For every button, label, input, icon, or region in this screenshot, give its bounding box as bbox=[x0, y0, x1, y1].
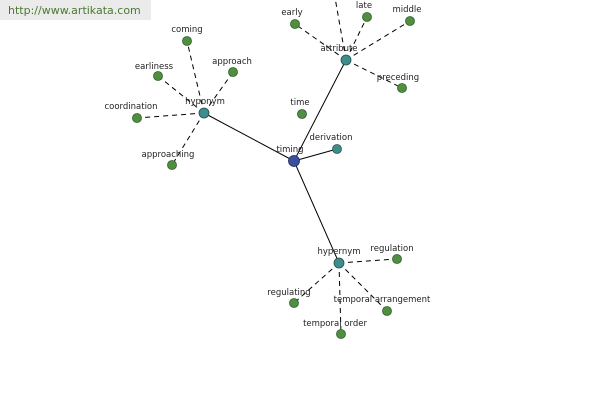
direct-label-derivation: derivation bbox=[309, 133, 352, 143]
leaf-node-coordination bbox=[132, 113, 142, 123]
leaf-label-coordination: coordination bbox=[104, 102, 157, 112]
leaf-node-approaching bbox=[167, 160, 177, 170]
leaf-label-preceding: preceding bbox=[377, 73, 419, 83]
edges-layer bbox=[136, 0, 411, 335]
leaf-node-temporal-order bbox=[336, 329, 346, 339]
edge-timing-hypernym-2 bbox=[293, 160, 340, 264]
center-node-timing bbox=[288, 155, 300, 167]
center-label-timing: timing bbox=[276, 145, 303, 155]
hub-label-hypernym-2: hypernym bbox=[317, 247, 360, 257]
hub-node-hyponym-0 bbox=[198, 107, 210, 119]
direct-node-time bbox=[297, 109, 307, 119]
watermark-url: http://www.artikata.com bbox=[0, 0, 151, 20]
leaf-label-temporal-order: temporal order bbox=[303, 319, 367, 329]
edge-attribute-late-1 bbox=[345, 16, 368, 61]
edge-attribute-preceding-3 bbox=[345, 59, 403, 89]
nodes-layer bbox=[132, 12, 415, 339]
leaf-label-earliness: earliness bbox=[135, 62, 174, 72]
edge-timing-attribute-1 bbox=[293, 59, 347, 162]
hub-node-attribute-1 bbox=[340, 54, 352, 66]
leaf-node-temporal-arrangement bbox=[382, 306, 392, 316]
edge-timing-derivation bbox=[293, 148, 338, 162]
edge-hypernym-regulating-1 bbox=[293, 262, 340, 304]
leaf-node-regulating bbox=[289, 298, 299, 308]
leaf-node-early bbox=[290, 19, 300, 29]
leaf-node-late bbox=[362, 12, 372, 22]
leaf-label-temporal-arrangement: temporal arrangement bbox=[334, 295, 431, 305]
edge-hyponym-coming-0 bbox=[186, 40, 205, 114]
leaf-label-regulation: regulation bbox=[370, 244, 413, 254]
edge-attribute-offscreen-4 bbox=[334, 0, 347, 61]
hub-node-hypernym-2 bbox=[333, 257, 345, 269]
leaf-label-coming: coming bbox=[171, 25, 202, 35]
leaf-label-approach: approach bbox=[212, 57, 252, 67]
leaf-label-late: late bbox=[356, 1, 372, 11]
leaf-node-coming bbox=[182, 36, 192, 46]
edge-timing-hyponym-0 bbox=[203, 112, 295, 162]
hub-label-hyponym-0: hyponym bbox=[185, 97, 225, 107]
direct-node-derivation bbox=[332, 144, 342, 154]
leaf-label-early: early bbox=[281, 8, 302, 18]
leaf-node-earliness bbox=[153, 71, 163, 81]
edge-hypernym-regulation-0 bbox=[338, 258, 398, 264]
edge-hyponym-approaching-4 bbox=[171, 112, 205, 166]
leaf-label-approaching: approaching bbox=[142, 150, 195, 160]
hub-label-attribute-1: attribute bbox=[320, 44, 357, 54]
edge-hyponym-coordination-3 bbox=[136, 112, 205, 119]
leaf-node-regulation bbox=[392, 254, 402, 264]
edge-hypernym-temporal-arrangement-2 bbox=[338, 262, 388, 312]
edge-hyponym-earliness-1 bbox=[157, 75, 205, 114]
edge-hypernym-temporal-order-3 bbox=[338, 262, 342, 335]
edge-attribute-middle-2 bbox=[345, 20, 411, 61]
leaf-label-middle: middle bbox=[392, 5, 421, 15]
edge-attribute-early-0 bbox=[294, 23, 347, 61]
leaf-node-middle bbox=[405, 16, 415, 26]
leaf-node-preceding bbox=[397, 83, 407, 93]
leaf-node-approach bbox=[228, 67, 238, 77]
direct-label-time: time bbox=[290, 98, 309, 108]
leaf-label-regulating: regulating bbox=[267, 288, 310, 298]
